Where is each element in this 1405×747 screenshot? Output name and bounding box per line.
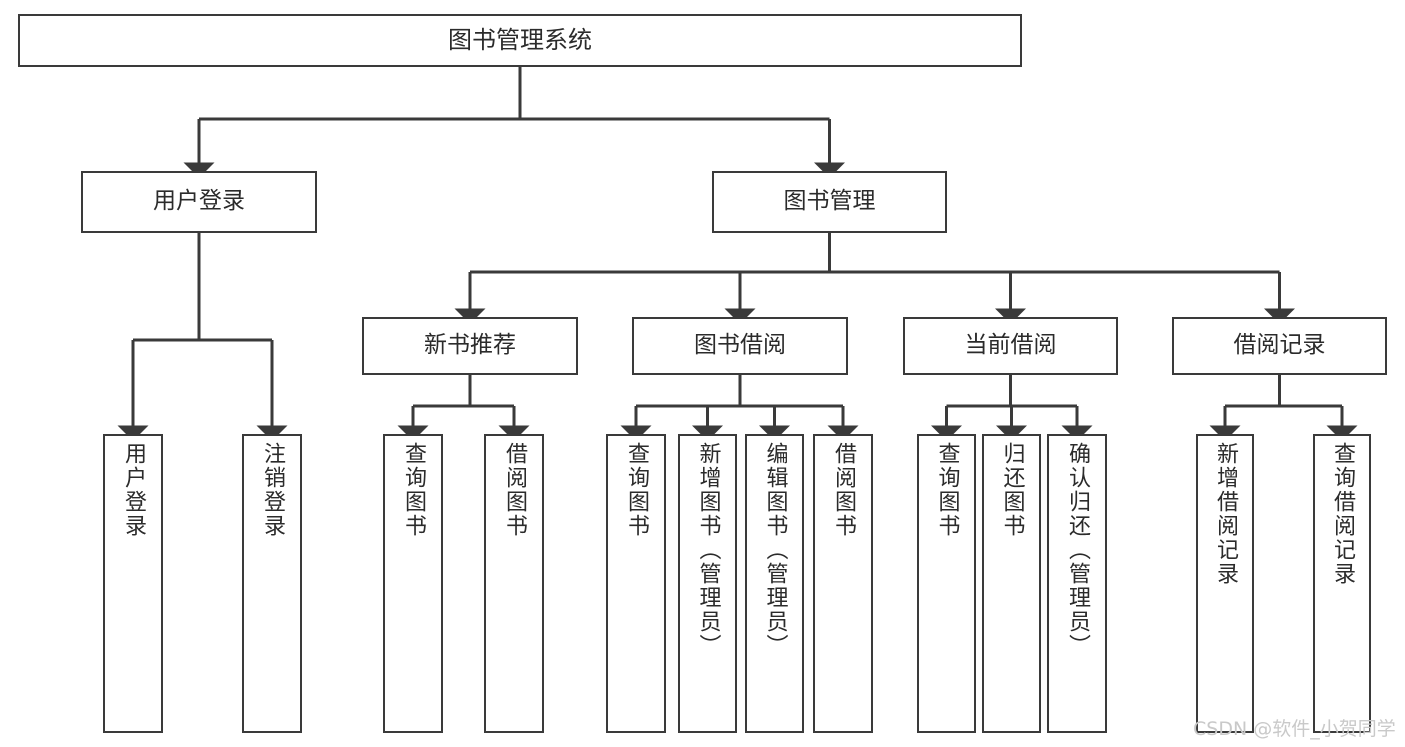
leaf-borrow-book-recommend-label: 借阅图书 bbox=[502, 442, 527, 538]
leaf-return-book[interactable]: 归还图书 bbox=[982, 434, 1041, 733]
leaf-confirm-return-admin-label: 确认归还（管理员） bbox=[1065, 442, 1090, 658]
leaf-query-borrow-record[interactable]: 查询借阅记录 bbox=[1313, 434, 1371, 733]
node-book-borrow-label: 图书借阅 bbox=[694, 332, 786, 359]
leaf-borrow-book[interactable]: 借阅图书 bbox=[813, 434, 873, 733]
csdn-watermark: CSDN @软件_小贺同学 bbox=[1193, 718, 1396, 740]
leaf-return-book-label: 归还图书 bbox=[999, 442, 1025, 538]
leaf-edit-book-admin[interactable]: 编辑图书（管理员） bbox=[745, 434, 804, 733]
leaf-add-borrow-record-label: 新增借阅记录 bbox=[1213, 442, 1238, 586]
node-borrow-records-label: 借阅记录 bbox=[1233, 332, 1326, 359]
leaf-user-login[interactable]: 用户登录 bbox=[103, 434, 163, 733]
leaf-logout[interactable]: 注销登录 bbox=[242, 434, 302, 733]
leaf-borrow-book-label: 借阅图书 bbox=[831, 442, 856, 538]
node-book-management-label: 图书管理 bbox=[783, 188, 876, 215]
leaf-user-login-label: 用户登录 bbox=[121, 442, 146, 538]
leaf-confirm-return-admin[interactable]: 确认归还（管理员） bbox=[1047, 434, 1107, 733]
node-book-management[interactable]: 图书管理 bbox=[712, 171, 947, 233]
leaf-query-book-current[interactable]: 查询图书 bbox=[917, 434, 976, 733]
node-current-borrow-label: 当前借阅 bbox=[964, 332, 1057, 359]
node-new-book-recommend-label: 新书推荐 bbox=[424, 332, 516, 359]
leaf-query-book-borrow-label: 查询图书 bbox=[624, 442, 649, 538]
leaf-query-book-recommend-label: 查询图书 bbox=[401, 442, 426, 538]
node-root[interactable]: 图书管理系统 bbox=[18, 14, 1022, 67]
leaf-add-book-admin-label: 新增图书（管理员） bbox=[695, 442, 721, 658]
node-borrow-records[interactable]: 借阅记录 bbox=[1172, 317, 1387, 375]
leaf-query-book-borrow[interactable]: 查询图书 bbox=[606, 434, 666, 733]
leaf-query-book-current-label: 查询图书 bbox=[934, 442, 960, 538]
leaf-borrow-book-recommend[interactable]: 借阅图书 bbox=[484, 434, 544, 733]
leaf-edit-book-admin-label: 编辑图书（管理员） bbox=[762, 442, 788, 658]
node-user-login-label: 用户登录 bbox=[153, 188, 245, 215]
leaf-query-borrow-record-label: 查询借阅记录 bbox=[1330, 442, 1355, 586]
leaf-query-book-recommend[interactable]: 查询图书 bbox=[383, 434, 443, 733]
node-root-label: 图书管理系统 bbox=[448, 26, 592, 55]
node-book-borrow[interactable]: 图书借阅 bbox=[632, 317, 848, 375]
leaf-add-borrow-record[interactable]: 新增借阅记录 bbox=[1196, 434, 1254, 733]
leaf-logout-label: 注销登录 bbox=[260, 442, 285, 538]
leaf-add-book-admin[interactable]: 新增图书（管理员） bbox=[678, 434, 737, 733]
node-user-login[interactable]: 用户登录 bbox=[81, 171, 317, 233]
node-current-borrow[interactable]: 当前借阅 bbox=[903, 317, 1118, 375]
node-new-book-recommend[interactable]: 新书推荐 bbox=[362, 317, 578, 375]
